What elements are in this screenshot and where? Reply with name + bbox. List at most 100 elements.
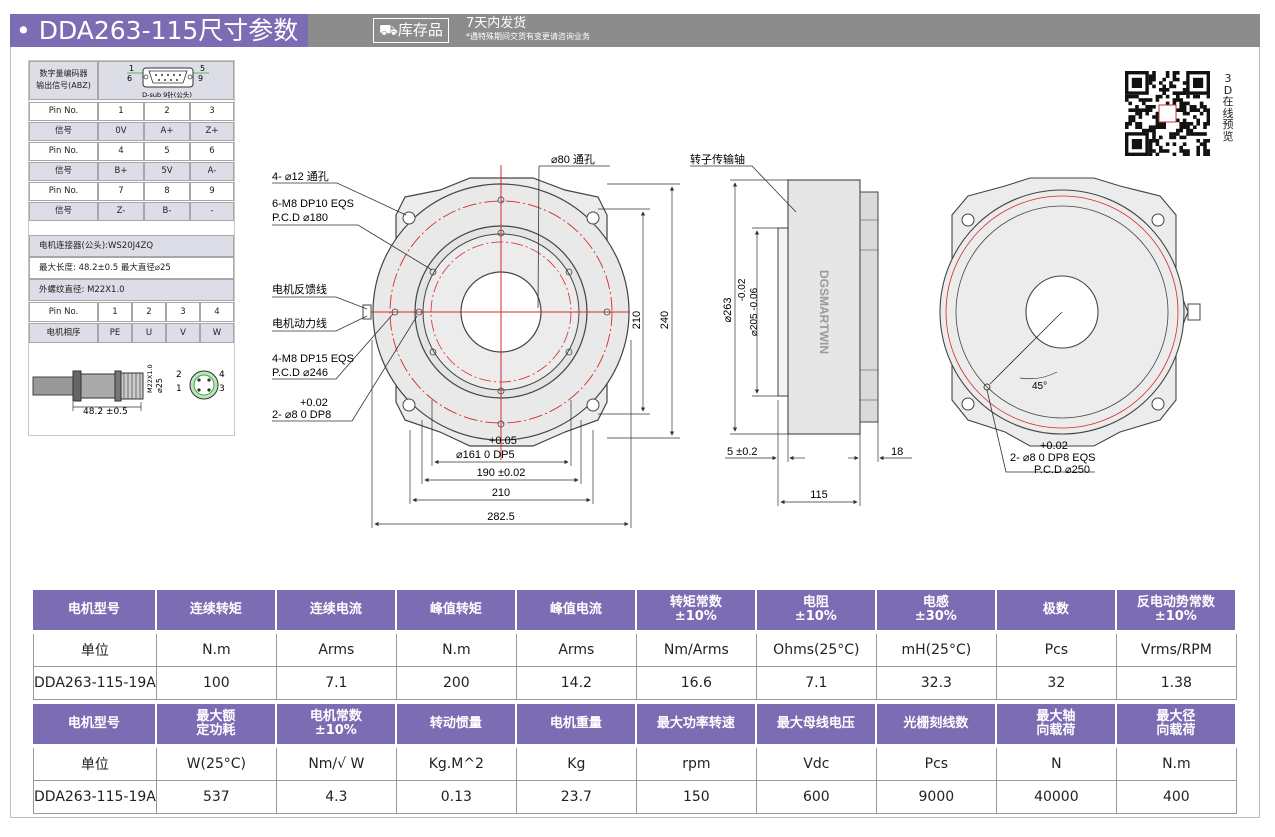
param-cell: N — [996, 748, 1117, 781]
encoder-pin-cell: Z+ — [190, 122, 234, 141]
dsub-connector: 1 5 6 9 D-sub 9针(公头) — [98, 61, 234, 100]
param-cell: 150 — [636, 781, 757, 814]
through-hole-label: ⌀80 通孔 — [551, 153, 595, 166]
power-cable-label: 电机动力线 — [272, 316, 327, 330]
delivery-disclaimer: *遇特殊期间交货有变更请咨询业务 — [466, 32, 590, 41]
connector-thread-dim: M22X1.0 — [146, 364, 154, 393]
param-cell: Kg — [516, 748, 637, 781]
encoder-row-label: Pin No. — [29, 182, 98, 201]
delivery-time: 7天内发货 — [466, 16, 527, 31]
param-cell: 单位 — [33, 634, 157, 667]
angle-label: 45° — [1032, 381, 1047, 392]
motor-connector-drawing: 48.2 ±0.5 M22X1.0 ⌀25 2 4 1 3 — [32, 364, 225, 417]
back-pin-label: 2- ⌀8 0 DP8 EQS — [1010, 452, 1096, 464]
encoder-pin-cell: 8 — [144, 182, 190, 201]
param-cell: 32.3 — [876, 667, 997, 700]
encoder-pin-cell: 1 — [98, 102, 144, 121]
param-cell: 7.1 — [756, 667, 877, 700]
param-cell: 32 — [996, 667, 1117, 700]
param-cell: Nm/√ W — [276, 748, 397, 781]
encoder-pin-cell: 3 — [190, 102, 234, 121]
param-cell: 537 — [156, 781, 277, 814]
d205-tol-upper: -0.02 — [737, 278, 748, 301]
delivery-note: 7天内发货 *遇特殊期间交货有变更请咨询业务 — [466, 16, 590, 42]
motor-pin-cell: 3 — [166, 302, 200, 322]
encoder-pin-cell: B+ — [98, 162, 144, 181]
encoder-pin-cell: A+ — [144, 122, 190, 141]
encoder-title: 数字量编码器 输出信号(ABZ) — [29, 61, 98, 100]
connector-pin-1: 1 — [176, 384, 182, 394]
param-cell: 9000 — [876, 781, 997, 814]
param-header-cell: 极数 — [996, 590, 1117, 630]
stock-icon: ⛟ — [379, 21, 398, 39]
param-header-row: 电机型号最大额定功耗电机常数±10%转动惯量电机重量最大功率转速最大母线电压光栅… — [33, 704, 1237, 744]
side-view: DGSMARTWIN 转子传输轴 ⌀263 -0.02 ⌀205 -0.06 5… — [690, 152, 912, 506]
encoder-pin-cell: 6 — [190, 142, 234, 161]
pin-tolerance: +0.02 — [300, 397, 328, 409]
encoder-row-label: 信号 — [29, 122, 98, 141]
qr-caption-char: 览 — [1222, 129, 1234, 143]
param-cell: Pcs — [996, 634, 1117, 667]
param-cell: N.m — [156, 634, 277, 667]
encoder-title-line2: 输出信号(ABZ) — [36, 81, 91, 90]
m8-pcd-label: P.C.D ⌀180 — [272, 212, 328, 224]
back-view: 45° +0.02 2- ⌀8 0 DP8 EQS P.C.D ⌀250 — [939, 177, 1201, 476]
param-cell: 14.2 — [516, 667, 637, 700]
d161-dim: ⌀161 0 DP5 — [456, 449, 515, 461]
qr-code[interactable] — [1125, 71, 1210, 156]
d205-dim: ⌀205 -0.06 — [749, 287, 760, 336]
param-header-cell: 转矩常数±10% — [636, 590, 757, 630]
dsub-pin-9: 9 — [198, 74, 203, 83]
stock-label: 库存品 — [397, 21, 443, 39]
motor-row-label: Pin No. — [29, 302, 98, 322]
m8b-thread-label: 4-M8 DP15 EQS — [272, 353, 354, 365]
qr-caption-char: D — [1223, 83, 1233, 97]
param-header-cell: 峰值转矩 — [396, 590, 517, 630]
param-cell: Vdc — [756, 748, 877, 781]
param-cell: 1.38 — [1116, 667, 1237, 700]
connector-dia-dim: ⌀25 — [155, 378, 164, 393]
d161-tolerance: +0.05 — [489, 435, 517, 447]
encoder-pin-cell: 2 — [144, 102, 190, 121]
motor-pin-cell: V — [166, 323, 200, 343]
param-cell: 7.1 — [276, 667, 397, 700]
encoder-pin-cell: A- — [190, 162, 234, 181]
encoder-row-label: 信号 — [29, 162, 98, 181]
dim-210-vertical: 210 — [631, 311, 643, 329]
d190-dim: 190 ±0.02 — [477, 467, 526, 479]
connector-length-dim: 48.2 ±0.5 — [83, 407, 128, 417]
param-header-cell: 最大额定功耗 — [156, 704, 277, 744]
d282-dim: 282.5 — [487, 511, 515, 523]
encoder-pin-cell: 5 — [144, 142, 190, 161]
param-cell: 0.13 — [396, 781, 517, 814]
param-cell: Kg.M^2 — [396, 748, 517, 781]
motor-pin-cell: 4 — [200, 302, 234, 322]
technical-drawing: 4- ⌀12 通孔 6-M8 DP10 EQS P.C.D ⌀180 电机反馈线… — [272, 152, 1201, 528]
stock-badge: ⛟库存品 — [373, 18, 449, 43]
dsub-caption: D-sub 9针(公头) — [142, 90, 192, 99]
param-cell: N.m — [1116, 748, 1237, 781]
qr-caption-char: 预 — [1222, 118, 1234, 131]
motor-pin-cell: 1 — [98, 302, 132, 322]
param-header-row: 电机型号连续转矩连续电流峰值转矩峰值电流转矩常数±10%电阻±10%电感±30%… — [33, 590, 1237, 630]
param-cell: 23.7 — [516, 781, 637, 814]
param-cell: Pcs — [876, 748, 997, 781]
motor-pin-cell: U — [132, 323, 166, 343]
encoder-pin-cell: 7 — [98, 182, 144, 201]
pin-hole-label: 2- ⌀8 0 DP8 — [272, 409, 331, 421]
param-header-cell: 光栅刻线数 — [876, 704, 997, 744]
param-cell: rpm — [636, 748, 757, 781]
qr-caption-char: 线 — [1222, 106, 1234, 120]
dim-240-vertical: 240 — [659, 311, 671, 329]
encoder-pin-cell: 0V — [98, 122, 144, 141]
page-title: • DDA263-115尺寸参数 — [10, 14, 308, 47]
encoder-pin-cell: 5V — [144, 162, 190, 181]
param-cell: Arms — [516, 634, 637, 667]
encoder-pin-cell: B- — [144, 202, 190, 221]
qr-caption-char: 3 — [1224, 72, 1232, 85]
motor-row-label: 电机相序 — [29, 323, 98, 343]
param-header-cell: 转动惯量 — [396, 704, 517, 744]
param-cell: 4.3 — [276, 781, 397, 814]
front-view: 4- ⌀12 通孔 6-M8 DP10 EQS P.C.D ⌀180 电机反馈线… — [272, 153, 680, 528]
